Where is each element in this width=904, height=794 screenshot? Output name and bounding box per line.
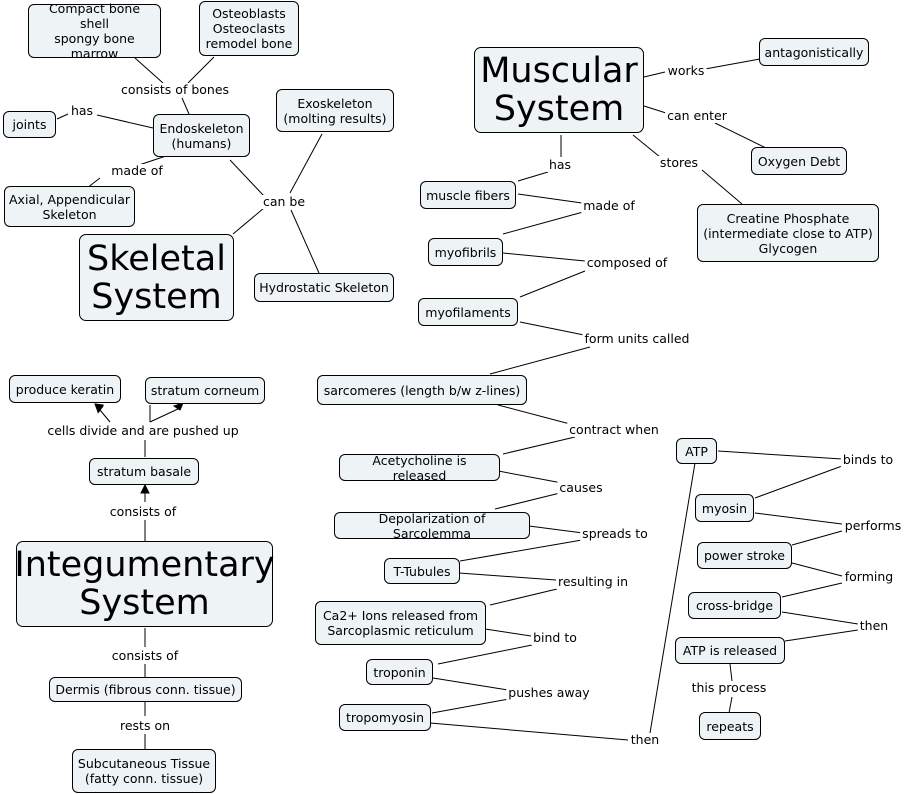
stratum-corneum-node: stratum corneum: [145, 377, 265, 404]
label-made-of-fibrils: made of: [581, 198, 637, 213]
subcutaneous-tissue-node: Subcutaneous Tissue (fatty conn. tissue): [72, 749, 216, 793]
label-consists-of-bones: consists of bones: [118, 82, 232, 97]
myofibrils-node: myofibrils: [428, 238, 503, 266]
muscle-fibers-node: muscle fibers: [420, 181, 516, 209]
label-contract-when: contract when: [567, 422, 661, 437]
label-resulting-in: resulting in: [555, 574, 631, 589]
label-spreads-to: spreads to: [580, 526, 650, 541]
ca-ions-node: Ca2+ Ions released from Sarcoplasmic ret…: [315, 601, 486, 645]
sarcomeres-node: sarcomeres (length b/w z-lines): [317, 375, 527, 405]
cross-bridge-node: cross-bridge: [688, 592, 781, 619]
atp-released-node: ATP is released: [675, 637, 785, 664]
acetycholine-node: Acetycholine is released: [339, 453, 500, 483]
label-works: works: [665, 63, 707, 78]
label-cells-divide: cells divide and are pushed up: [45, 423, 241, 438]
atp-node: ATP: [676, 438, 717, 464]
label-binds-to: binds to: [840, 452, 896, 467]
label-has-joints: has: [68, 103, 96, 118]
antagonistically-node: antagonistically: [759, 38, 869, 66]
repeats-node: repeats: [699, 712, 761, 740]
label-can-enter: can enter: [665, 108, 729, 123]
label-form-units-called: form units called: [582, 331, 692, 346]
hydrostatic-skeleton-node: Hydrostatic Skeleton: [254, 273, 394, 302]
t-tubules-node: T-Tubules: [384, 558, 460, 584]
label-composed-of: composed of: [584, 255, 670, 270]
skeletal-system-node: Skeletal System: [79, 234, 234, 321]
label-then-bottom: then: [628, 732, 662, 747]
troponin-node: troponin: [366, 659, 433, 685]
muscular-system-node: Muscular System: [474, 47, 644, 133]
label-causes: causes: [557, 480, 605, 495]
produce-keratin-node: produce keratin: [9, 375, 121, 403]
power-stroke-node: power stroke: [697, 542, 792, 569]
label-bind-to: bind to: [531, 630, 579, 645]
myofilaments-node: myofilaments: [418, 298, 518, 326]
tropomyosin-node: tropomyosin: [339, 704, 431, 731]
label-pushes-away: pushes away: [506, 685, 592, 700]
label-performs: performs: [842, 518, 904, 533]
stratum-basale-node: stratum basale: [89, 458, 199, 485]
osteoblasts-node: Osteoblasts Osteoclasts remodel bone: [199, 1, 299, 56]
label-consists-of-basale: consists of: [107, 504, 179, 519]
depolarization-node: Depolarization of Sarcolemma: [334, 511, 530, 541]
label-rests-on: rests on: [117, 718, 173, 733]
label-forming: forming: [842, 569, 896, 584]
integumentary-system-node: Integumentary System: [14, 541, 275, 627]
label-has-fibers: has: [546, 157, 574, 172]
exoskeleton-node: Exoskeleton (molting results): [276, 89, 394, 132]
label-this-process: this process: [689, 680, 769, 695]
axial-skeleton-node: Axial, Appendicular Skeleton: [4, 186, 135, 227]
oxygen-debt-node: Oxygen Debt: [751, 147, 847, 175]
compact-bone-node: Compact bone shell spongy bone marrow: [28, 1, 161, 61]
creatine-phosphate-node: Creatine Phosphate (intermediate close t…: [697, 204, 879, 262]
myosin-node: myosin: [695, 494, 754, 522]
dermis-node: Dermis (fibrous conn. tissue): [49, 677, 242, 702]
label-stores: stores: [657, 155, 701, 170]
endoskeleton-node: Endoskeleton (humans): [153, 114, 250, 157]
joints-node: joints: [3, 111, 56, 138]
label-consists-of-dermis: consists of: [109, 648, 181, 663]
label-made-of-skeleton: made of: [109, 163, 165, 178]
label-then-right: then: [857, 618, 891, 633]
label-can-be: can be: [260, 194, 308, 209]
